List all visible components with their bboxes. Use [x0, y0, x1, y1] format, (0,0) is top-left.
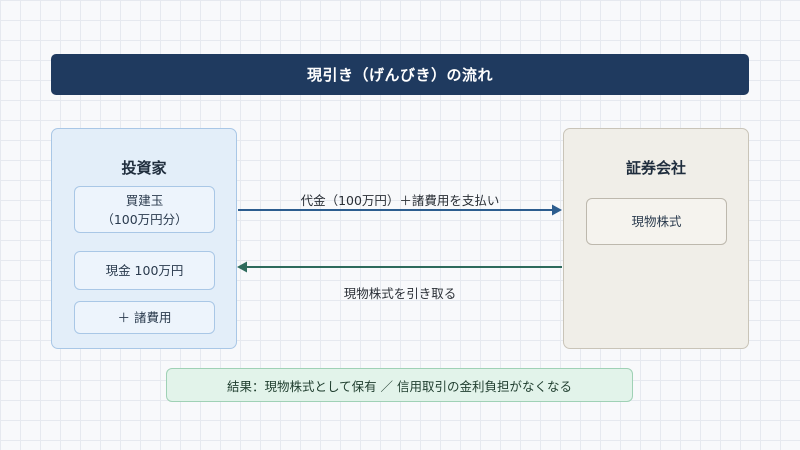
broker-panel: 証券会社 現物株式 — [563, 128, 749, 349]
fees-box: ＋ 諸費用 — [74, 301, 215, 334]
investor-title: 投資家 — [121, 159, 167, 177]
result-box: 結果：現物株式として保有 ／ 信用取引の金利負担がなくなる — [166, 368, 633, 402]
cash-box: 現金 100万円 — [74, 251, 215, 290]
margin-position-amount: （100万円分） — [101, 211, 188, 227]
margin-position-label: 買建玉 — [125, 192, 164, 208]
investor-panel: 投資家 買建玉 （100万円分） 現金 100万円 ＋ 諸費用 — [51, 128, 237, 349]
physical-stock-box: 現物株式 — [586, 198, 727, 245]
payment-arrow-label: 代金（100万円）＋諸費用を支払い — [300, 193, 500, 208]
margin-position-box: 買建玉 （100万円分） — [74, 186, 215, 233]
receive-arrow — [237, 261, 562, 273]
fees-label: ＋ 諸費用 — [117, 310, 172, 325]
payment-arrow — [238, 204, 562, 216]
receive-arrow-label: 現物株式を引き取る — [343, 286, 457, 301]
physical-stock-label: 現物株式 — [631, 214, 682, 229]
diagram-title: 現引き（げんびき）の流れ — [51, 54, 749, 95]
broker-title: 証券会社 — [625, 159, 686, 177]
cash-label: 現金 100万円 — [105, 263, 184, 278]
